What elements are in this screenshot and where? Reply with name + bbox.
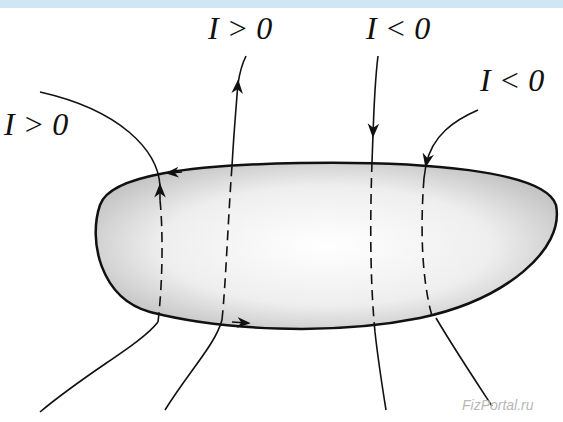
top-bar <box>0 0 563 8</box>
field-line <box>422 178 432 316</box>
field-line <box>426 110 478 165</box>
field-line <box>232 82 238 166</box>
field-line <box>424 165 426 178</box>
field-line <box>375 332 386 410</box>
field-line <box>238 56 246 84</box>
field-line <box>436 318 492 406</box>
current-label: I < 0 <box>366 12 430 44</box>
closed-contour-surface <box>96 163 557 329</box>
field-line <box>222 166 232 320</box>
contour-arrow <box>232 322 248 323</box>
field-line <box>373 56 378 135</box>
watermark: FizPortal.ru <box>462 398 534 412</box>
current-label: I > 0 <box>4 108 68 140</box>
current-label: I < 0 <box>480 64 544 96</box>
field-line <box>371 162 375 332</box>
field-line <box>40 322 158 412</box>
current-label: I > 0 <box>208 12 272 44</box>
field-line <box>158 200 162 322</box>
contour-arrow <box>168 172 182 173</box>
field-line <box>159 186 161 200</box>
field-line <box>372 135 373 162</box>
field-line <box>165 320 222 410</box>
